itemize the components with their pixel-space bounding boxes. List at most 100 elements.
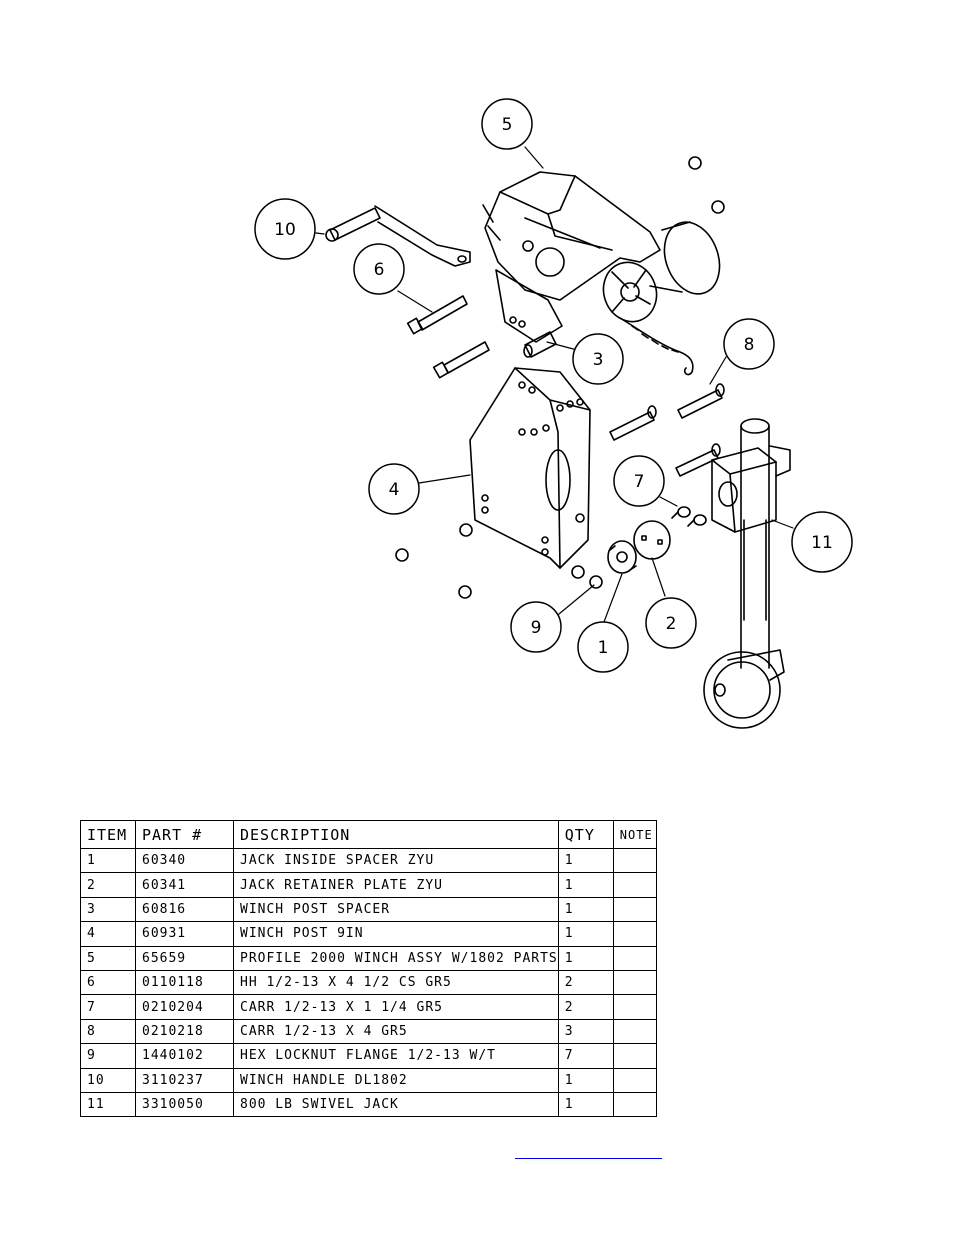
winch-post-part bbox=[469, 367, 591, 569]
balloon-7: 7 bbox=[613, 455, 665, 507]
cell-note bbox=[612, 1091, 657, 1118]
cell-description: HH 1/2-13 X 4 1/2 CS GR5 bbox=[233, 969, 559, 996]
hex-locknut-part bbox=[395, 156, 725, 599]
cell-part: 60340 bbox=[135, 847, 234, 874]
exploded-assembly-drawing: 5 10 6 3 8 4 7 11 9 1 2 bbox=[254, 98, 853, 729]
cell-note bbox=[612, 969, 657, 996]
cell-item: 3 bbox=[80, 896, 136, 923]
cell-qty: 7 bbox=[557, 1043, 614, 1069]
balloon-9: 9 bbox=[510, 601, 562, 653]
cell-qty: 3 bbox=[557, 1018, 614, 1045]
balloon-10-label: 10 bbox=[274, 220, 296, 240]
balloon-3-label: 3 bbox=[593, 350, 604, 370]
cell-description: HEX LOCKNUT FLANGE 1/2-13 W/T bbox=[233, 1043, 559, 1069]
footer-link-underline[interactable] bbox=[515, 1158, 662, 1159]
cell-note bbox=[612, 1043, 657, 1069]
cell-note bbox=[612, 847, 657, 874]
cell-description: JACK INSIDE SPACER ZYU bbox=[233, 847, 559, 874]
jack-inside-spacer-part bbox=[607, 540, 637, 574]
balloon-4-label: 4 bbox=[389, 480, 400, 500]
header-qty: QTY bbox=[557, 820, 614, 849]
balloon-6: 6 bbox=[353, 243, 405, 295]
winch-assembly-part bbox=[482, 171, 721, 376]
cell-qty: 1 bbox=[557, 896, 614, 923]
cell-part: 0110118 bbox=[135, 969, 234, 996]
cell-note bbox=[612, 945, 657, 971]
cell-description: CARR 1/2-13 X 1 1/4 GR5 bbox=[233, 994, 559, 1020]
cell-qty: 2 bbox=[557, 969, 614, 996]
leader-lines bbox=[315, 146, 794, 623]
cell-description: WINCH HANDLE DL1802 bbox=[233, 1067, 559, 1093]
cell-qty: 1 bbox=[557, 872, 614, 898]
cell-qty: 1 bbox=[557, 921, 614, 947]
balloon-7-label: 7 bbox=[634, 472, 645, 492]
cell-qty: 1 bbox=[557, 1091, 614, 1118]
cell-part: 3110237 bbox=[135, 1067, 234, 1093]
balloon-11-label: 11 bbox=[811, 533, 833, 553]
cell-item: 6 bbox=[80, 969, 136, 996]
balloon-3: 3 bbox=[572, 333, 624, 385]
cell-item: 10 bbox=[80, 1067, 136, 1093]
cell-item: 7 bbox=[80, 994, 136, 1020]
balloon-1-label: 1 bbox=[598, 638, 609, 658]
cell-item: 8 bbox=[80, 1018, 136, 1045]
cell-description: CARR 1/2-13 X 4 GR5 bbox=[233, 1018, 559, 1045]
balloon-5-label: 5 bbox=[502, 115, 513, 135]
balloon-8-label: 8 bbox=[744, 335, 755, 355]
cell-note bbox=[612, 1018, 657, 1045]
header-part-number: PART # bbox=[135, 820, 234, 849]
cell-part: 60816 bbox=[135, 896, 234, 923]
balloon-2: 2 bbox=[645, 597, 697, 649]
balloon-10: 10 bbox=[254, 198, 316, 260]
cell-qty: 1 bbox=[557, 847, 614, 874]
cell-item: 11 bbox=[80, 1091, 136, 1118]
cell-description: PROFILE 2000 WINCH ASSY W/1802 PARTS bbox=[233, 945, 559, 971]
header-note: NOTE bbox=[612, 820, 657, 849]
cell-qty: 1 bbox=[557, 1067, 614, 1093]
balloon-4: 4 bbox=[368, 463, 420, 515]
cell-part: 0210218 bbox=[135, 1018, 234, 1045]
parts-table-header: ITEM PART # DESCRIPTION QTY NOTE bbox=[80, 820, 657, 849]
winch-post-spacer-part bbox=[523, 331, 557, 358]
cell-item: 1 bbox=[80, 847, 136, 874]
cell-part: 60931 bbox=[135, 921, 234, 947]
cell-note bbox=[612, 994, 657, 1020]
cell-note bbox=[612, 872, 657, 898]
cell-description: WINCH POST SPACER bbox=[233, 896, 559, 923]
cell-description: 800 LB SWIVEL JACK bbox=[233, 1091, 559, 1118]
cell-item: 9 bbox=[80, 1043, 136, 1069]
cell-part: 3310050 bbox=[135, 1091, 234, 1118]
cell-qty: 1 bbox=[557, 945, 614, 971]
swivel-jack-part bbox=[703, 418, 791, 729]
balloon-5: 5 bbox=[481, 98, 533, 150]
cell-part: 60341 bbox=[135, 872, 234, 898]
winch-handle-part bbox=[325, 205, 471, 267]
header-item: ITEM bbox=[80, 820, 136, 849]
short-carriage-bolt-part bbox=[671, 506, 707, 527]
cell-note bbox=[612, 896, 657, 923]
balloon-1: 1 bbox=[577, 621, 629, 673]
cell-description: JACK RETAINER PLATE ZYU bbox=[233, 872, 559, 898]
cell-description: WINCH POST 9IN bbox=[233, 921, 559, 947]
cell-item: 5 bbox=[80, 945, 136, 971]
jack-retainer-plate-part bbox=[633, 520, 671, 560]
cell-note bbox=[612, 1067, 657, 1093]
cell-part: 65659 bbox=[135, 945, 234, 971]
cell-qty: 2 bbox=[557, 994, 614, 1020]
balloon-11: 11 bbox=[791, 511, 853, 573]
cell-item: 4 bbox=[80, 921, 136, 947]
balloon-2-label: 2 bbox=[666, 614, 677, 634]
cell-note bbox=[612, 921, 657, 947]
